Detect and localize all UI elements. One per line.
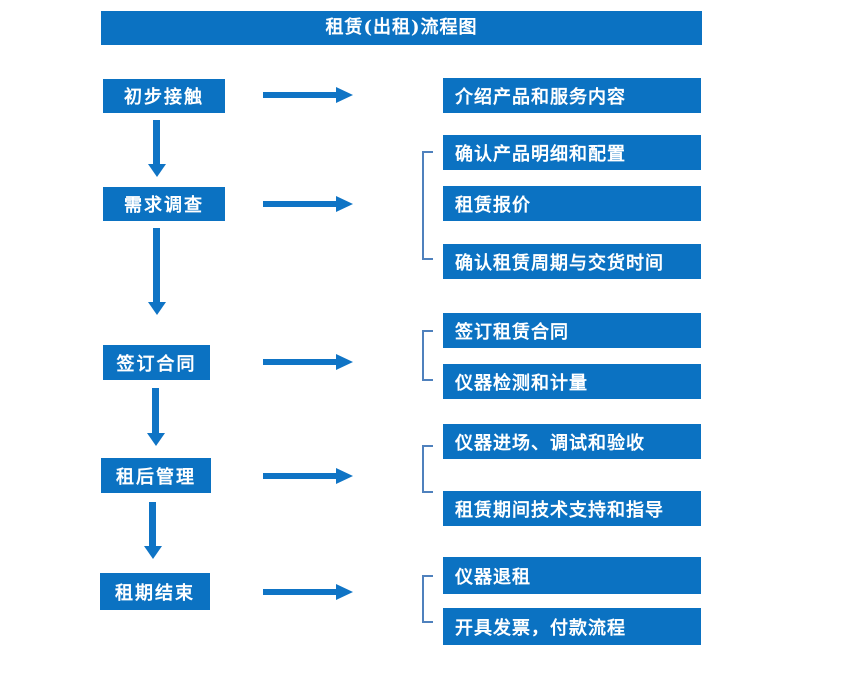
detail-box-confirm-rental-period: 确认租赁周期与交货时间 (443, 244, 701, 279)
group-bracket-1 (422, 151, 433, 260)
right-arrow-1 (263, 92, 336, 98)
detail-box-instrument-return: 仪器退租 (443, 557, 701, 594)
flowchart-title: 租赁(出租)流程图 (101, 11, 702, 45)
detail-box-sign-rental-contract: 签订租赁合同 (443, 313, 701, 348)
detail-box-introduce-products: 介绍产品和服务内容 (443, 78, 701, 113)
down-arrow-3 (152, 388, 159, 433)
down-arrow-4 (149, 502, 156, 546)
detail-box-invoice-payment: 开具发票，付款流程 (443, 608, 701, 645)
detail-box-instrument-testing: 仪器检测和计量 (443, 364, 701, 399)
stage-box-rental-end: 租期结束 (100, 573, 210, 610)
detail-box-confirm-product-details: 确认产品明细和配置 (443, 135, 701, 170)
right-arrow-4 (263, 473, 336, 479)
right-arrow-2 (263, 201, 336, 207)
down-arrow-1 (153, 120, 160, 164)
down-arrow-2 (153, 228, 160, 302)
right-arrow-5 (263, 589, 336, 595)
detail-box-tech-support: 租赁期间技术支持和指导 (443, 491, 701, 526)
group-bracket-3 (422, 445, 433, 493)
stage-box-post-rental-management: 租后管理 (101, 458, 211, 493)
stage-box-sign-contract: 签订合同 (103, 345, 210, 380)
group-bracket-4 (422, 575, 433, 623)
group-bracket-2 (422, 330, 433, 381)
right-arrow-3 (263, 359, 336, 365)
detail-box-rental-quote: 租赁报价 (443, 186, 701, 221)
stage-box-initial-contact: 初步接触 (103, 79, 225, 113)
stage-box-demand-survey: 需求调查 (103, 187, 225, 221)
detail-box-instrument-setup: 仪器进场、调试和验收 (443, 424, 701, 459)
